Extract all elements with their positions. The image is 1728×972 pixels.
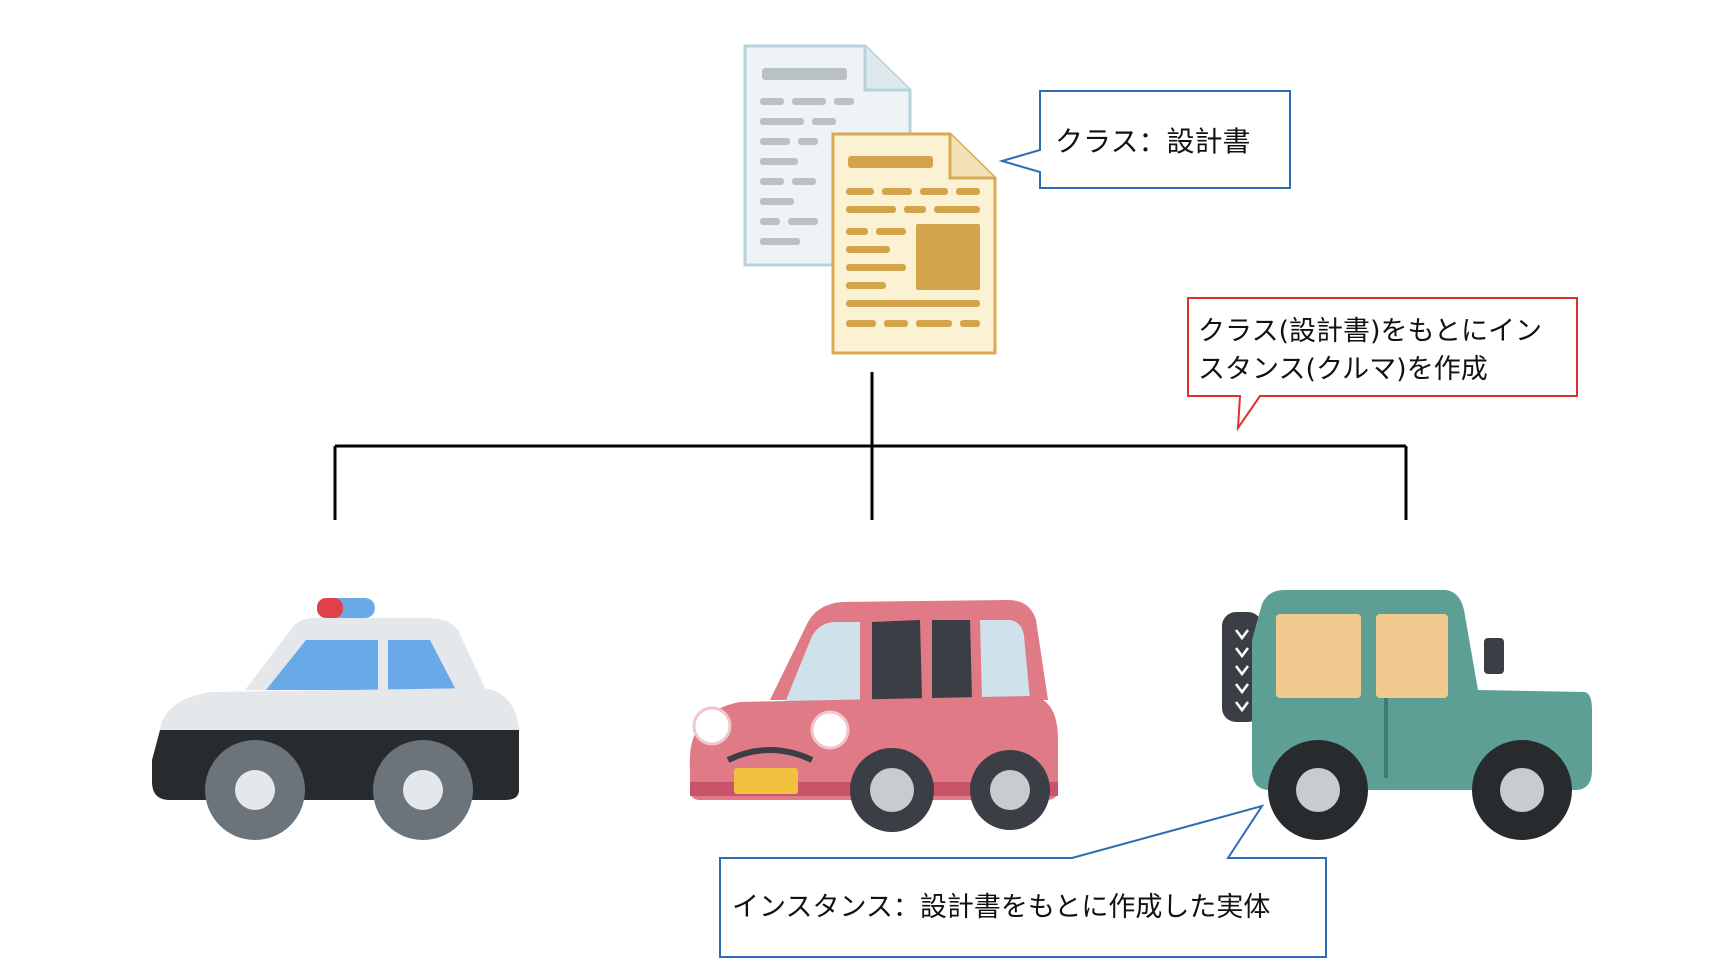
document-front-icon [831,132,997,355]
green-jeep-icon [1222,590,1592,840]
class-callout: クラス：設計書 [998,90,1291,189]
create-callout-line1: クラス(設計書)をもとにイン [1198,316,1542,347]
instance-callout: インスタンス：設計書をもとに作成した実体 [719,804,1327,958]
police-car-icon [152,598,519,840]
instance-callout-text: インスタンス：設計書をもとに作成した実体 [732,892,1270,923]
connector-lines [333,372,1408,520]
create-callout-line2: スタンス(クルマ)を作成 [1198,354,1488,385]
class-callout-text: クラス：設計書 [1055,125,1250,158]
pink-car-icon [689,600,1058,832]
create-instance-callout: クラス(設計書)をもとにイン スタンス(クルマ)を作成 [1187,297,1578,432]
